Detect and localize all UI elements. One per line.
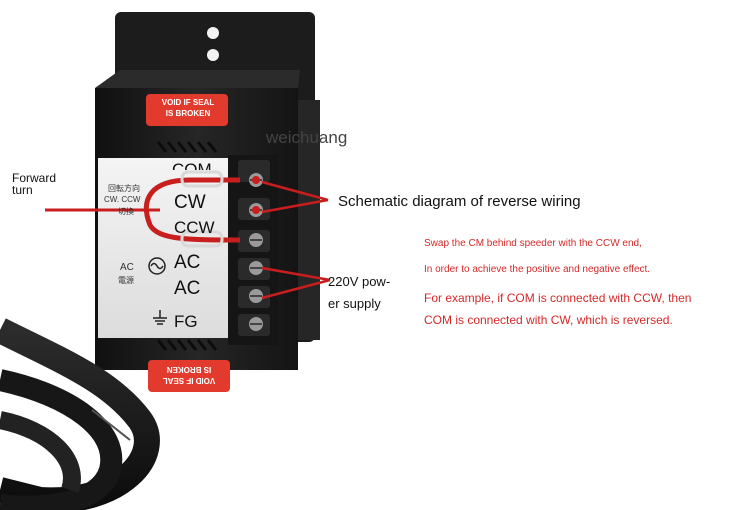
terminal-label-ac-2: AC (174, 278, 201, 299)
ground-icon (153, 310, 167, 325)
terminal-label-ac-1: AC (174, 252, 201, 273)
seal-top (146, 94, 228, 126)
note-line-1: Swap the CM behind speeder with the CCW … (424, 238, 642, 249)
watermark: weichuang (266, 128, 348, 147)
reverse-arrow-1 (261, 180, 329, 202)
jumper-wire (143, 177, 241, 243)
power-supply-label: 220V pow- er supply (328, 271, 390, 315)
terminal-label-ccw: CCW (174, 218, 215, 237)
label-panel (98, 158, 228, 338)
mount-hole (207, 49, 219, 61)
power-arrow-1 (261, 266, 331, 282)
terminal-label-fg: FG (174, 312, 198, 331)
seal-top-line2: IS BROKEN (165, 109, 211, 118)
small-label-cw-ccw: CW. CCW (104, 195, 141, 204)
terminal-label-cw: CW (174, 192, 206, 213)
power-supply-line1: 220V pow- (328, 274, 391, 289)
seal-top-text: VOID IF SEAL IS BROKEN (150, 97, 226, 119)
forward-turn-line1: Forward (12, 171, 57, 185)
terminal-screws (238, 160, 270, 336)
seal-bottom-line2: IS BROKEN (166, 365, 212, 374)
forward-turn-line2: turn (12, 183, 33, 197)
small-label-direction-cn: 回転方向 (108, 184, 140, 193)
seal-bottom-line1: VOID IF SEAL (162, 376, 216, 385)
seal-bottom-text: VOID IF SEAL IS BROKEN (150, 364, 228, 386)
reverse-arrow-2 (261, 198, 329, 214)
forward-turn-label: Forward turn (12, 172, 56, 196)
seal-bottom (148, 360, 230, 392)
mount-hole (207, 27, 219, 39)
ac-small-label: AC (120, 262, 134, 273)
note-line-3: For example, if COM is connected with CC… (424, 291, 692, 305)
note-line-2: In order to achieve the positive and neg… (424, 264, 651, 275)
terminal-label-com: COM (172, 160, 212, 170)
ac-cn-label: 電源 (118, 276, 134, 285)
seal-top-line1: VOID IF SEAL (161, 98, 215, 107)
note-line-4: COM is connected with CW, which is rever… (424, 313, 673, 327)
ac-symbol (148, 257, 166, 275)
power-arrow-2 (261, 278, 331, 300)
reverse-wiring-label: Schematic diagram of reverse wiring (338, 193, 581, 210)
small-label-switch-cn: 切換 (118, 207, 134, 216)
power-supply-line2: er supply (328, 296, 381, 311)
